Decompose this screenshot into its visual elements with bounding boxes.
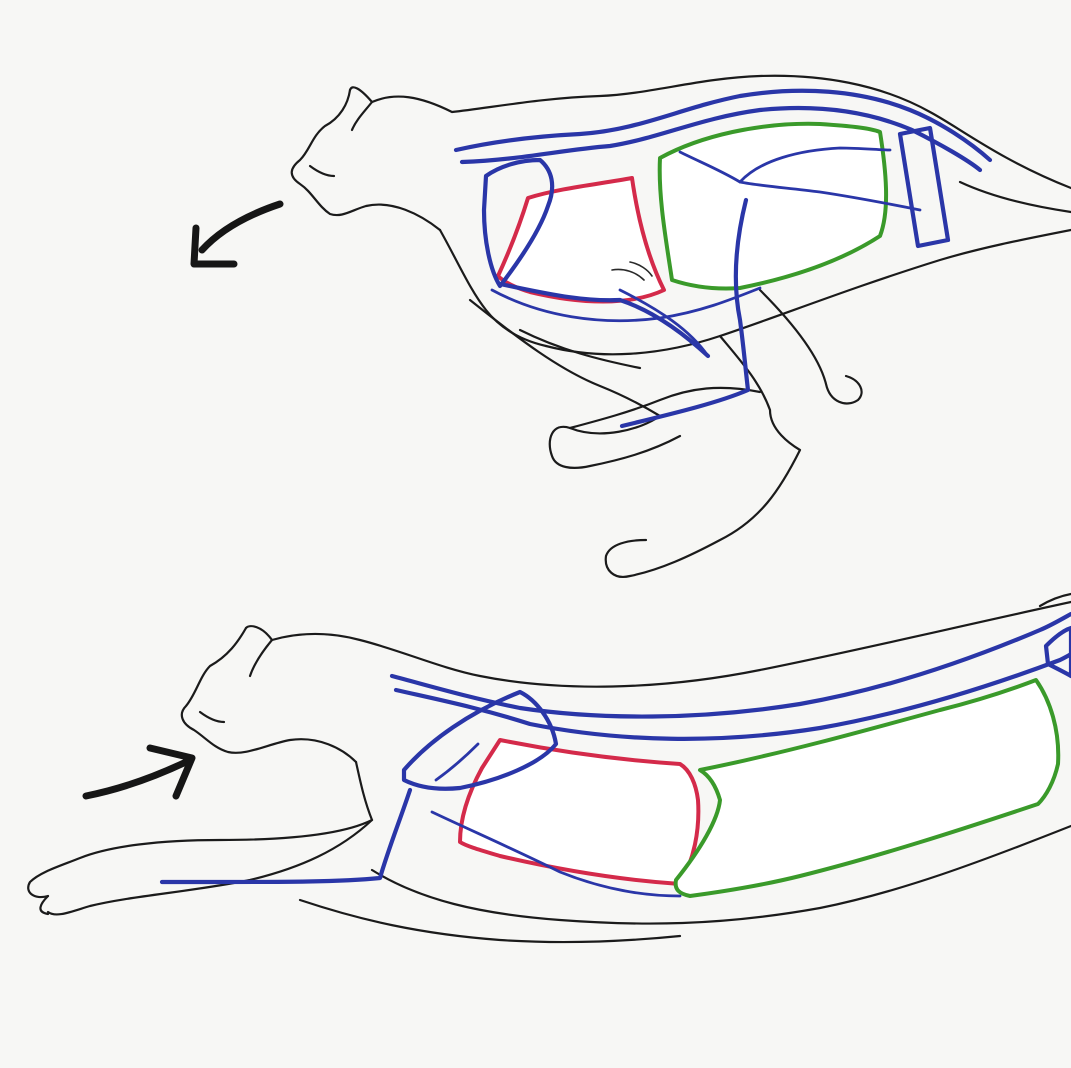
cheetah-gait-diagram xyxy=(0,0,1071,1068)
